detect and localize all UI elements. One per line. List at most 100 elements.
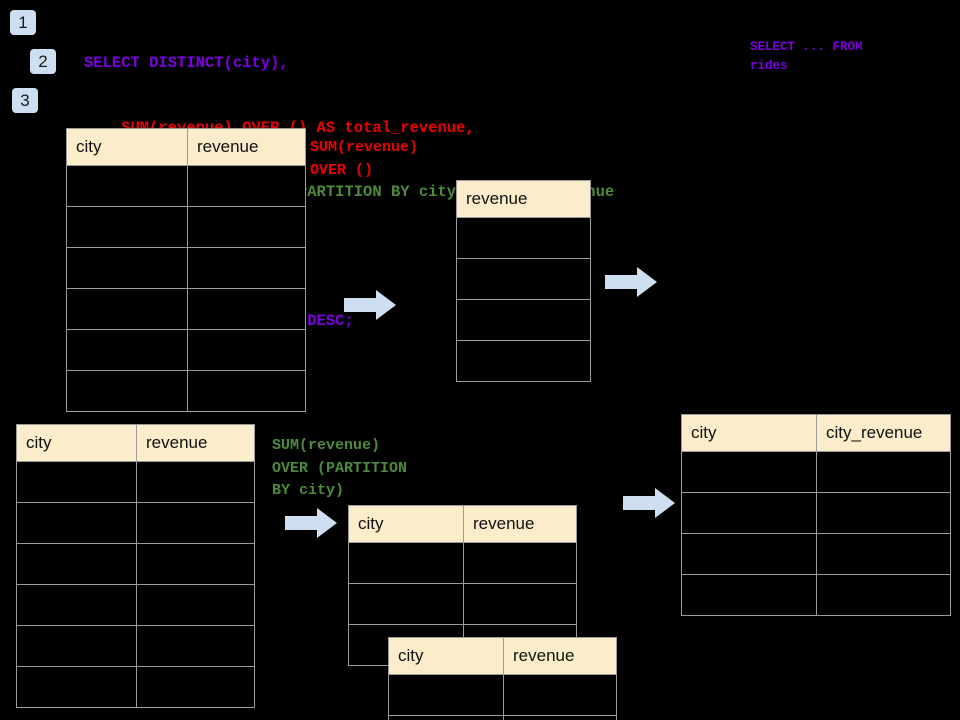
table-row: [681, 492, 951, 534]
column-header-revenue: revenue: [503, 637, 617, 675]
cell-city: [16, 666, 137, 708]
column-header-revenue: revenue: [463, 505, 577, 543]
table-row: [16, 584, 255, 626]
cell-city: [388, 715, 504, 720]
table-revenue-only: revenue: [456, 180, 591, 382]
cell-city: [66, 165, 188, 207]
arrow-bottom-1: [285, 508, 337, 538]
cell-city-revenue: [816, 533, 951, 575]
cell-revenue: [136, 543, 255, 585]
cell-revenue: [187, 370, 306, 412]
cell-revenue: [187, 165, 306, 207]
cell-revenue: [456, 217, 591, 259]
cell-revenue: [187, 329, 306, 371]
column-header-city: city: [388, 637, 504, 675]
cell-city-revenue: [816, 451, 951, 493]
column-header-revenue: revenue: [187, 128, 306, 166]
cell-city: [681, 451, 817, 493]
table-row: [348, 542, 577, 584]
cell-city: [66, 247, 188, 289]
table-row: [456, 258, 591, 300]
table-row: [66, 370, 306, 412]
table-row: [456, 217, 591, 259]
table-row: [16, 625, 255, 667]
arrow-bottom-2: [623, 488, 675, 518]
cell-city: [66, 206, 188, 248]
cell-city: [66, 370, 188, 412]
table-result: city city_revenue: [681, 414, 951, 616]
cell-revenue: [456, 258, 591, 300]
side-note-select-from-rides: SELECT ... FROM rides: [750, 40, 863, 73]
cell-revenue: [136, 666, 255, 708]
step-badge-3: 3: [12, 88, 38, 113]
cell-revenue: [463, 583, 577, 625]
cell-revenue: [187, 206, 306, 248]
cell-revenue: [187, 288, 306, 330]
cell-revenue: [136, 461, 255, 503]
table-row: [16, 502, 255, 544]
table-row: [16, 543, 255, 585]
cell-city: [66, 329, 188, 371]
step-badge-1: 1: [10, 10, 36, 35]
arrow-top-2: [605, 267, 657, 297]
column-header-city-revenue: city_revenue: [816, 414, 951, 452]
table-header-row: city city_revenue: [681, 414, 951, 452]
cell-city: [348, 583, 464, 625]
table-row: [456, 299, 591, 341]
table-partition-b: city revenue: [388, 637, 617, 720]
cell-revenue: [136, 584, 255, 626]
step-badge-2: 2: [30, 49, 56, 74]
arrow-right-icon: [605, 267, 657, 297]
annotation-total-revenue: SUM(revenue) OVER (): [310, 139, 419, 179]
table-row: [66, 288, 306, 330]
table-row: [66, 329, 306, 371]
table-row: [66, 165, 306, 207]
cell-city: [16, 502, 137, 544]
cell-city: [16, 584, 137, 626]
table-row: [66, 206, 306, 248]
arrow-right-icon: [623, 488, 675, 518]
table-row: [681, 574, 951, 616]
cell-city: [681, 574, 817, 616]
table-row: [348, 583, 577, 625]
cell-revenue: [503, 674, 617, 716]
cell-city: [66, 288, 188, 330]
cell-city: [388, 674, 504, 716]
column-header-city: city: [66, 128, 188, 166]
table-header-row: city revenue: [348, 505, 577, 543]
cell-city-revenue: [816, 492, 951, 534]
table-row: [16, 666, 255, 708]
cell-city: [16, 461, 137, 503]
table-row: [16, 461, 255, 503]
column-header-city: city: [348, 505, 464, 543]
cell-revenue: [136, 502, 255, 544]
table-row: [681, 533, 951, 575]
table-header-row: city revenue: [388, 637, 617, 675]
cell-revenue: [456, 340, 591, 382]
cell-city: [348, 542, 464, 584]
table-row: [456, 340, 591, 382]
table-row: [681, 451, 951, 493]
cell-city: [681, 533, 817, 575]
table-rides-bottom: city revenue: [16, 424, 255, 708]
sql-line-select: SELECT DISTINCT(city),: [84, 54, 289, 72]
cell-city: [16, 543, 137, 585]
column-header-revenue: revenue: [136, 424, 255, 462]
cell-revenue: [456, 299, 591, 341]
arrow-right-icon: [285, 508, 337, 538]
cell-revenue: [463, 542, 577, 584]
table-header-row: revenue: [456, 180, 591, 218]
table-row: [388, 674, 617, 716]
column-header-revenue: revenue: [456, 180, 591, 218]
table-row: [388, 715, 617, 720]
table-header-row: city revenue: [16, 424, 255, 462]
cell-revenue: [136, 625, 255, 667]
cell-revenue: [503, 715, 617, 720]
table-header-row: city revenue: [66, 128, 306, 166]
column-header-city: city: [681, 414, 817, 452]
annotation-city-revenue: SUM(revenue) OVER (PARTITION BY city): [272, 437, 408, 499]
table-partition-a: city revenue: [348, 505, 577, 666]
cell-city-revenue: [816, 574, 951, 616]
arrow-top-1: [344, 290, 396, 320]
